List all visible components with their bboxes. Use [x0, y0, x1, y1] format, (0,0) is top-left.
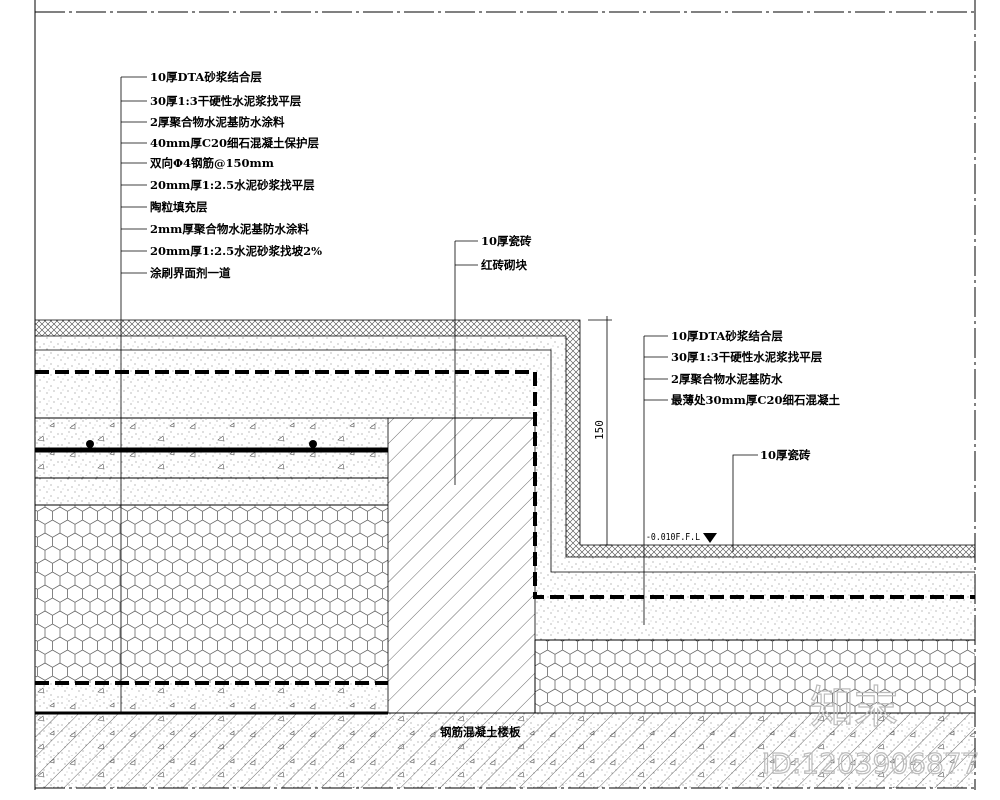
middle-leader: 10厚瓷砖 红砖砌块 [454, 234, 532, 485]
left-leader: 10厚DTA砂浆结合层 30厚1:3干硬性水泥浆找平层 2厚聚合物水泥基防水涂料 40… [120, 70, 322, 713]
right-leader: 10厚DTA砂浆结合层 30厚1:3干硬性水泥浆找平层 2厚聚合物水泥基防水最薄处3… [643, 329, 840, 625]
brick-block [387, 417, 536, 714]
watermark-id: ID:1203906877 [762, 747, 979, 780]
level-triangle-icon [703, 533, 717, 543]
watermark: 知末 ID:1203906877 [761, 681, 980, 780]
level-text: -0.010F.F.L [646, 532, 700, 543]
callout-label: 陶粒填充层 [150, 200, 208, 214]
right-floor-layers [534, 597, 975, 713]
rebar-dot [86, 440, 94, 448]
dimension-150: 150 [588, 316, 612, 546]
callout-label: 涂刷界面剂一道 [150, 266, 231, 280]
callout-tile: 10厚瓷砖 [481, 234, 532, 248]
callout-label: 30厚1:3干硬性水泥浆找平层 [671, 350, 823, 364]
callout-label: 10厚DTA砂浆结合层 [150, 70, 262, 84]
callout-label: 20mm厚1:2.5水泥砂浆找坡2% [150, 244, 322, 258]
left-floor-layers [35, 417, 535, 715]
level-mark: -0.010F.F.L [646, 532, 717, 543]
callout-label: 20mm厚1:2.5水泥砂浆找平层 [150, 178, 315, 192]
watermark-logo: 知末 [810, 682, 898, 733]
callout-label: 最薄处30mm厚C20细石混凝土 [671, 393, 840, 407]
callout-label: 30厚1:3干硬性水泥浆找平层 [150, 94, 302, 108]
slab-label: 钢筋混凝土楼板 [440, 725, 521, 739]
callout-brick: 红砖砌块 [481, 258, 527, 272]
callout-label: 双向Φ4钢筋@150mm [149, 156, 274, 170]
dimension-text: 150 [593, 420, 606, 440]
callout-label: 2mm厚聚合物水泥基防水涂料 [150, 222, 309, 236]
upper-wrap-layers [34, 319, 976, 599]
rebar-dot [309, 440, 317, 448]
concrete-slab [35, 712, 975, 788]
callout-right-tile: 10厚瓷砖 [760, 448, 811, 462]
callout-label: 2厚聚合物水泥基防水涂料 [150, 115, 285, 129]
callout-label: 2厚聚合物水泥基防水 [671, 372, 783, 386]
callout-label: 10厚DTA砂浆结合层 [671, 329, 783, 343]
callout-label: 40mm厚C20细石混凝土保护层 [150, 136, 319, 150]
waterproof-layer [35, 370, 975, 599]
